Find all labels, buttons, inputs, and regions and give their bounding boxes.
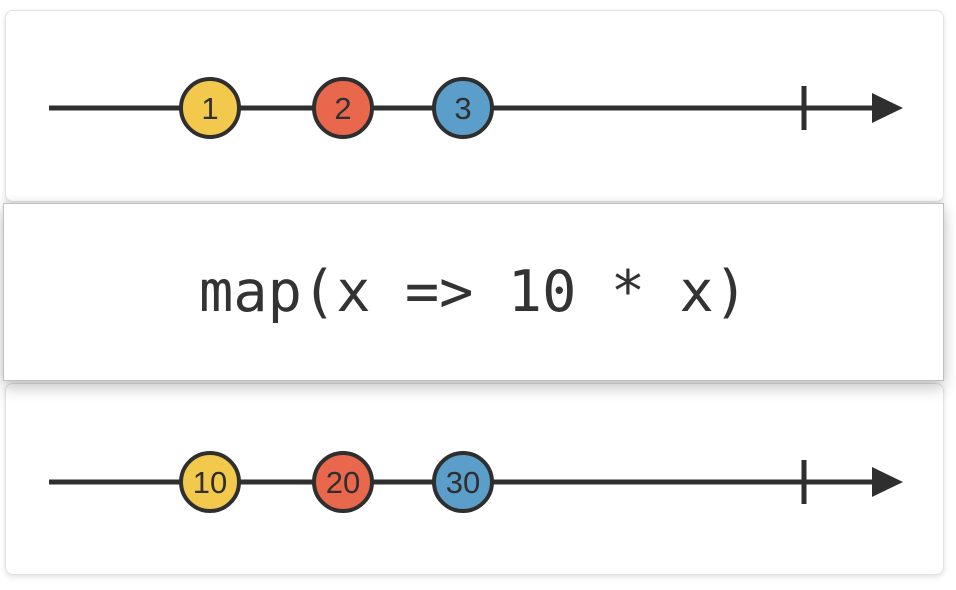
operator-box: map(x => 10 * x) xyxy=(3,203,944,381)
source-marble-1[interactable]: 1 xyxy=(179,77,241,139)
marble-label: 3 xyxy=(454,90,472,126)
source-stream-card: 1 2 3 xyxy=(5,10,944,202)
marble-label: 10 xyxy=(192,464,228,500)
result-stream-card: 10 20 30 xyxy=(5,383,944,575)
arrowhead-icon xyxy=(872,93,903,123)
marble-label: 1 xyxy=(201,90,219,126)
result-marble-20: 20 xyxy=(312,451,374,513)
result-marble-30: 30 xyxy=(432,451,494,513)
marble-label: 20 xyxy=(325,464,361,500)
source-marble-2[interactable]: 2 xyxy=(312,77,374,139)
operator-label: map(x => 10 * x) xyxy=(198,259,749,325)
source-marble-3[interactable]: 3 xyxy=(432,77,494,139)
marble-label: 2 xyxy=(334,90,352,126)
marble-label: 30 xyxy=(445,464,481,500)
result-marble-10: 10 xyxy=(179,451,241,513)
arrowhead-icon xyxy=(872,467,903,497)
